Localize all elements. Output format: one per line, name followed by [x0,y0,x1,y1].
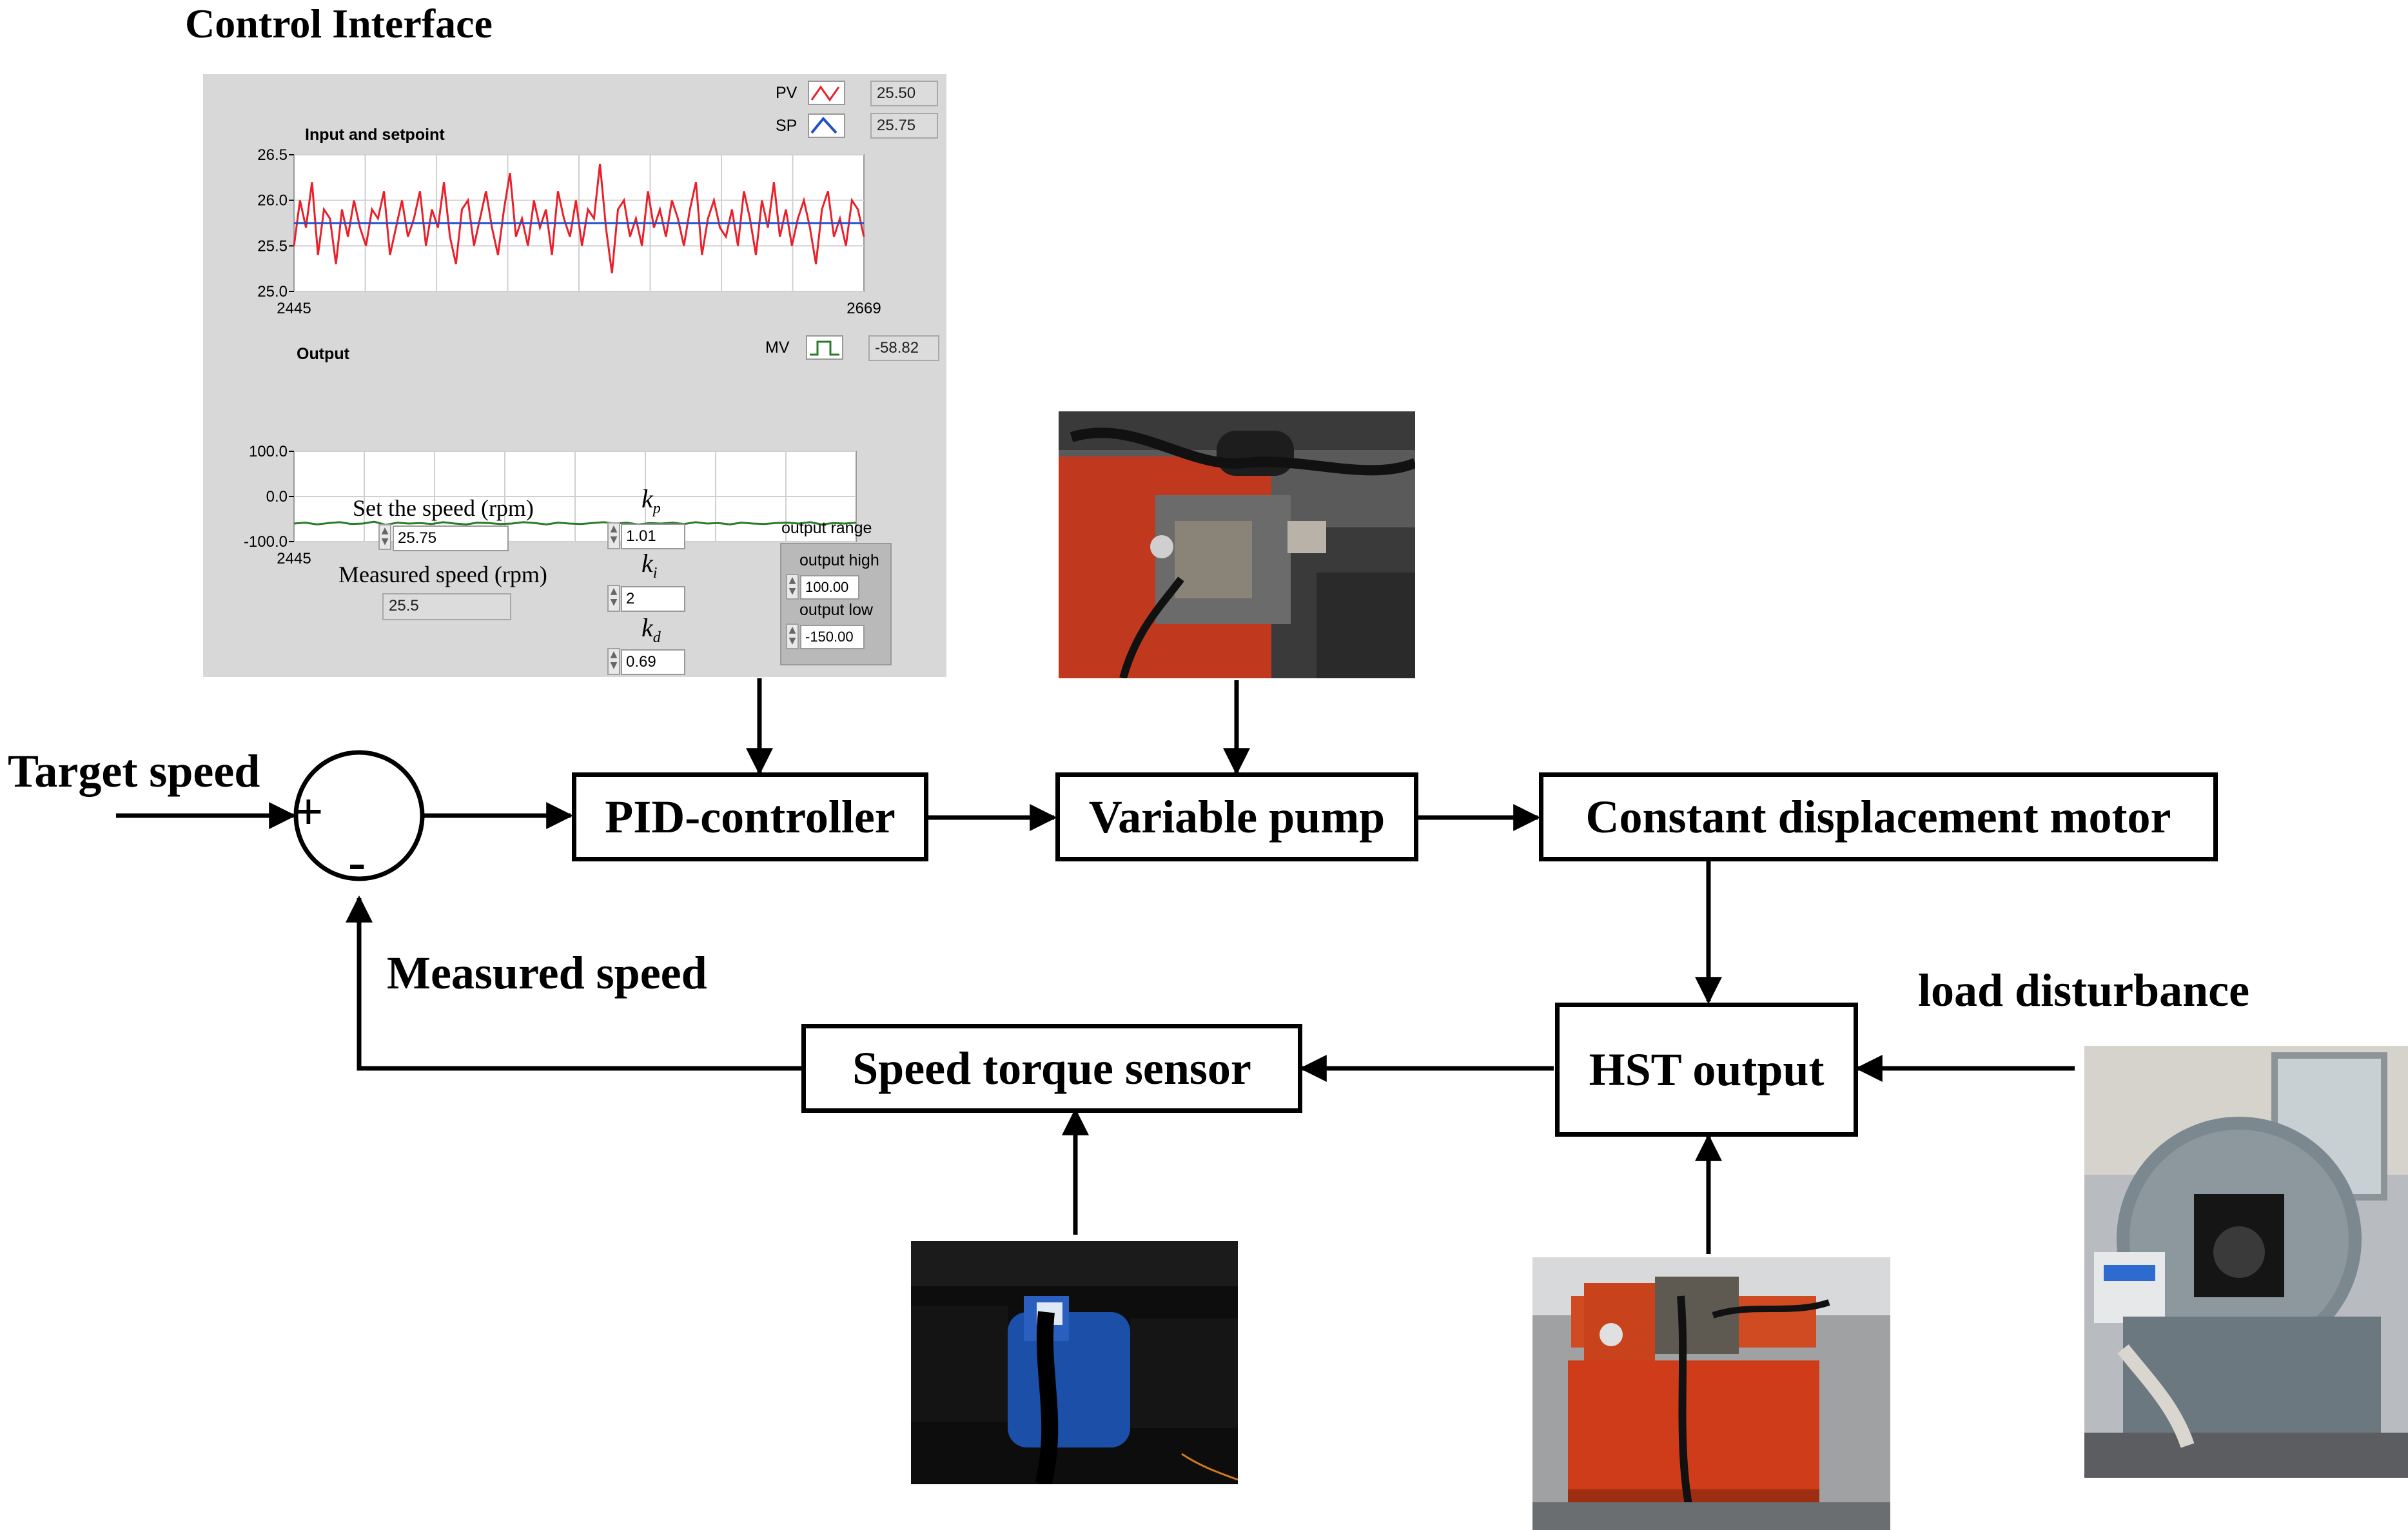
input-setpoint-chart: 25.0 25.5 26.0 26.5 2445 2669 [257,146,881,317]
measured-speed-value: 25.5 [382,593,511,620]
pv-value: 25.50 [870,81,938,106]
kp-input[interactable]: 1.01 [621,524,685,549]
measured-speed-label: Measured speed (rpm) [338,562,547,587]
output-low-label: output low [799,601,873,619]
pid-controller-block: PID-controller [572,772,928,861]
summing-junction [293,750,425,881]
pv-legend-icon [808,81,845,105]
output-low-spinner[interactable]: ▲▼ [786,623,799,649]
sp-legend-label: SP [776,117,798,135]
ki-input[interactable]: 2 [621,586,685,612]
kp-label: kp [641,484,661,517]
input-chart-title: Input and setpoint [305,126,445,144]
kp-spinner[interactable]: ▲▼ [607,522,620,549]
hst-output-block: HST output [1555,1003,1858,1137]
measured-speed-label: Measured speed [387,947,707,999]
mv-legend-icon [806,335,843,360]
x-tick-label: 2445 [277,550,311,567]
constant-displacement-motor-block: Constant displacement motor [1539,772,2218,861]
sp-value: 25.75 [870,113,938,139]
target-speed-label: Target speed [8,745,260,797]
output-range-label: output range [781,519,872,537]
speed-torque-sensor-block: Speed torque sensor [801,1024,1302,1113]
set-speed-spinner[interactable]: ▲▼ [378,524,391,550]
load-disturbance-photo [2084,1046,2408,1478]
pv-legend-label: PV [776,84,798,102]
y-tick-label: 25.0 [257,283,288,300]
speed-torque-sensor-photo [911,1241,1238,1484]
minus-sign: - [348,832,366,891]
x-tick-label: 2445 [277,300,311,317]
y-tick-label: -100.0 [244,533,288,551]
output-chart-title: Output [297,345,349,363]
set-speed-label: Set the speed (rpm) [353,495,534,521]
kd-spinner[interactable]: ▲▼ [607,648,620,675]
output-high-input[interactable]: 100.00 [800,575,859,600]
output-low-input[interactable]: -150.00 [800,625,865,649]
plus-sign: + [293,782,324,841]
control-interface-title: Control Interface [185,1,493,46]
sp-legend-icon [808,113,845,138]
ki-label: ki [641,549,658,582]
feedback-arrow [346,895,801,1071]
load-disturbance-label: load disturbance [1918,965,2250,1016]
mv-legend-label: MV [765,338,790,357]
control-panel: PV 25.50 SP 25.75 Input and setpoint 25.… [203,74,946,677]
x-tick-label: 2669 [847,300,881,317]
ki-spinner[interactable]: ▲▼ [607,585,620,612]
output-high-spinner[interactable]: ▲▼ [786,574,799,600]
output-high-label: output high [799,551,879,569]
y-tick-label: 26.5 [257,146,288,164]
y-tick-label: 25.5 [257,237,288,255]
kd-input[interactable]: 0.69 [621,649,685,675]
variable-pump-block: Variable pump [1055,772,1418,861]
hst-output-photo [1532,1257,1890,1530]
y-tick-label: 26.0 [257,192,288,210]
variable-pump-photo [1059,411,1415,678]
kd-label: kd [641,613,661,646]
y-tick-label: 0.0 [266,488,288,505]
mv-value: -58.82 [868,335,939,361]
set-speed-input[interactable]: 25.75 [393,525,509,551]
y-tick-label: 100.0 [249,443,288,460]
